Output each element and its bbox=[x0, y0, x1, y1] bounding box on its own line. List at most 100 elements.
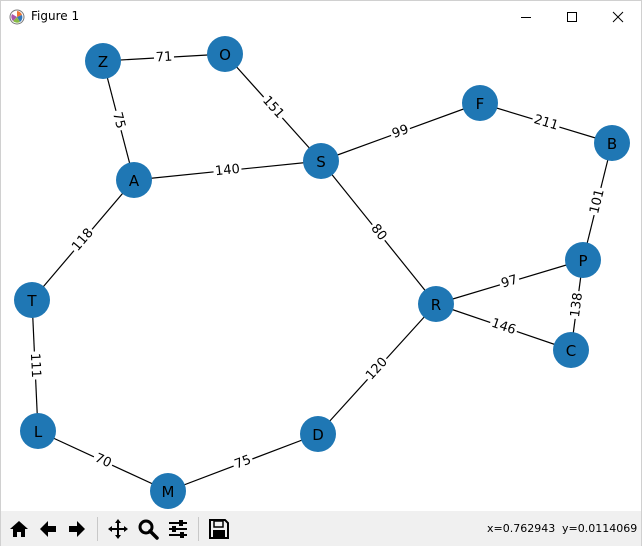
edge-weight-background bbox=[90, 449, 116, 473]
nodes-layer: Z O A S F B P T R C L D M bbox=[14, 36, 630, 509]
edge-weight-M-D: 75 bbox=[230, 451, 256, 474]
edge-weight-label: 99 bbox=[390, 122, 411, 142]
edge-weight-label: 101 bbox=[587, 188, 608, 216]
edge-weight-background bbox=[530, 111, 562, 135]
node-label: C bbox=[566, 342, 576, 360]
node-C: C bbox=[553, 332, 589, 368]
edge-weight-O-S: 151 bbox=[257, 91, 289, 124]
back-button[interactable] bbox=[35, 516, 61, 542]
edge-weight-background bbox=[388, 121, 413, 143]
edge-weight-background bbox=[497, 271, 522, 293]
node-label: R bbox=[431, 296, 441, 314]
matplotlib-logo-icon bbox=[9, 9, 25, 25]
edge-weight-background bbox=[361, 353, 393, 385]
edge-weight-label: 80 bbox=[367, 221, 389, 243]
forward-icon bbox=[69, 521, 85, 537]
node-circle bbox=[462, 85, 498, 121]
home-icon bbox=[10, 521, 28, 537]
forward-button[interactable] bbox=[64, 516, 90, 542]
configure-subplots-icon bbox=[169, 520, 187, 538]
edge-weight-L-M: 70 bbox=[90, 449, 116, 473]
node-circle bbox=[207, 36, 243, 72]
edge-weight-background bbox=[257, 91, 289, 124]
minimize-icon bbox=[521, 16, 531, 18]
edge-weight-label: 138 bbox=[568, 292, 586, 319]
navigation-toolbar: x=0.762943 y=0.0114069 bbox=[1, 511, 641, 546]
maximize-button[interactable] bbox=[549, 1, 595, 32]
edge-weight-background bbox=[108, 108, 129, 133]
node-label: Z bbox=[98, 53, 108, 71]
edge-weight-label: 71 bbox=[155, 50, 172, 66]
node-T: T bbox=[14, 282, 50, 318]
edge-weight-background bbox=[586, 185, 609, 218]
node-label: F bbox=[476, 95, 485, 113]
edge-weight-background bbox=[365, 219, 392, 246]
node-label: D bbox=[312, 426, 324, 444]
node-circle bbox=[20, 413, 56, 449]
save-button[interactable] bbox=[206, 516, 232, 542]
edge-weight-Z-A: 75 bbox=[108, 108, 129, 133]
node-circle bbox=[85, 43, 121, 79]
save-icon bbox=[209, 519, 229, 539]
toolbar-separator bbox=[198, 517, 199, 541]
node-label: S bbox=[316, 153, 326, 171]
node-label: B bbox=[607, 135, 617, 153]
edge-weight-S-F: 99 bbox=[388, 121, 413, 143]
maximize-icon bbox=[567, 11, 577, 22]
edge-weight-A-T: 118 bbox=[67, 224, 99, 256]
node-L: L bbox=[20, 413, 56, 449]
zoom-icon bbox=[138, 519, 159, 540]
pan-icon bbox=[108, 519, 128, 539]
edge-weight-background bbox=[26, 351, 44, 380]
edge-weight-Z-O: 71 bbox=[153, 48, 175, 67]
cursor-y-readout: y=0.0114069 bbox=[562, 522, 638, 535]
edge-weight-R-C: 146 bbox=[487, 314, 520, 340]
node-F: F bbox=[462, 85, 498, 121]
node-O: O bbox=[207, 36, 243, 72]
node-label: L bbox=[34, 423, 43, 441]
zoom-button[interactable] bbox=[135, 516, 161, 542]
edge-weight-background bbox=[487, 314, 520, 340]
node-R: R bbox=[418, 286, 454, 322]
pan-button[interactable] bbox=[105, 516, 131, 542]
edge-weight-F-B: 211 bbox=[530, 111, 562, 135]
toolbar-separator bbox=[97, 517, 98, 541]
node-label: T bbox=[26, 292, 37, 310]
node-circle bbox=[565, 242, 601, 278]
cursor-x-readout: x=0.762943 bbox=[487, 522, 556, 535]
edge-weight-background bbox=[153, 48, 175, 67]
edge-weight-background bbox=[67, 224, 99, 256]
node-B: B bbox=[594, 125, 630, 161]
edge-weight-R-P: 97 bbox=[497, 271, 522, 293]
edge-weight-label: 146 bbox=[489, 316, 517, 338]
close-button[interactable] bbox=[595, 1, 641, 32]
title-bar[interactable]: Figure 1 bbox=[1, 1, 641, 32]
window-title: Figure 1 bbox=[31, 9, 80, 23]
edge-weight-label: 140 bbox=[214, 162, 240, 179]
edge-weight-label: 75 bbox=[109, 111, 128, 131]
edge-weight-A-S: 140 bbox=[212, 161, 243, 180]
edge-weight-label: 70 bbox=[92, 451, 113, 472]
edge-weight-background bbox=[230, 451, 256, 474]
edge-weight-P-C: 138 bbox=[567, 290, 587, 320]
edge-weight-label: 211 bbox=[532, 112, 560, 134]
node-circle bbox=[303, 143, 339, 179]
node-circle bbox=[116, 162, 152, 198]
minimize-button[interactable] bbox=[503, 1, 549, 32]
node-circle bbox=[418, 286, 454, 322]
edge-weight-background bbox=[567, 290, 587, 320]
node-label: A bbox=[129, 172, 140, 190]
node-label: P bbox=[578, 252, 587, 270]
configure-subplots-button[interactable] bbox=[165, 516, 191, 542]
home-button[interactable] bbox=[6, 516, 32, 542]
edge-weight-label: 97 bbox=[499, 272, 519, 291]
node-circle bbox=[150, 473, 186, 509]
node-label: M bbox=[162, 483, 175, 501]
close-icon bbox=[612, 11, 624, 22]
edge-weight-label: 75 bbox=[233, 453, 254, 473]
edge-weight-label: 111 bbox=[27, 353, 43, 378]
